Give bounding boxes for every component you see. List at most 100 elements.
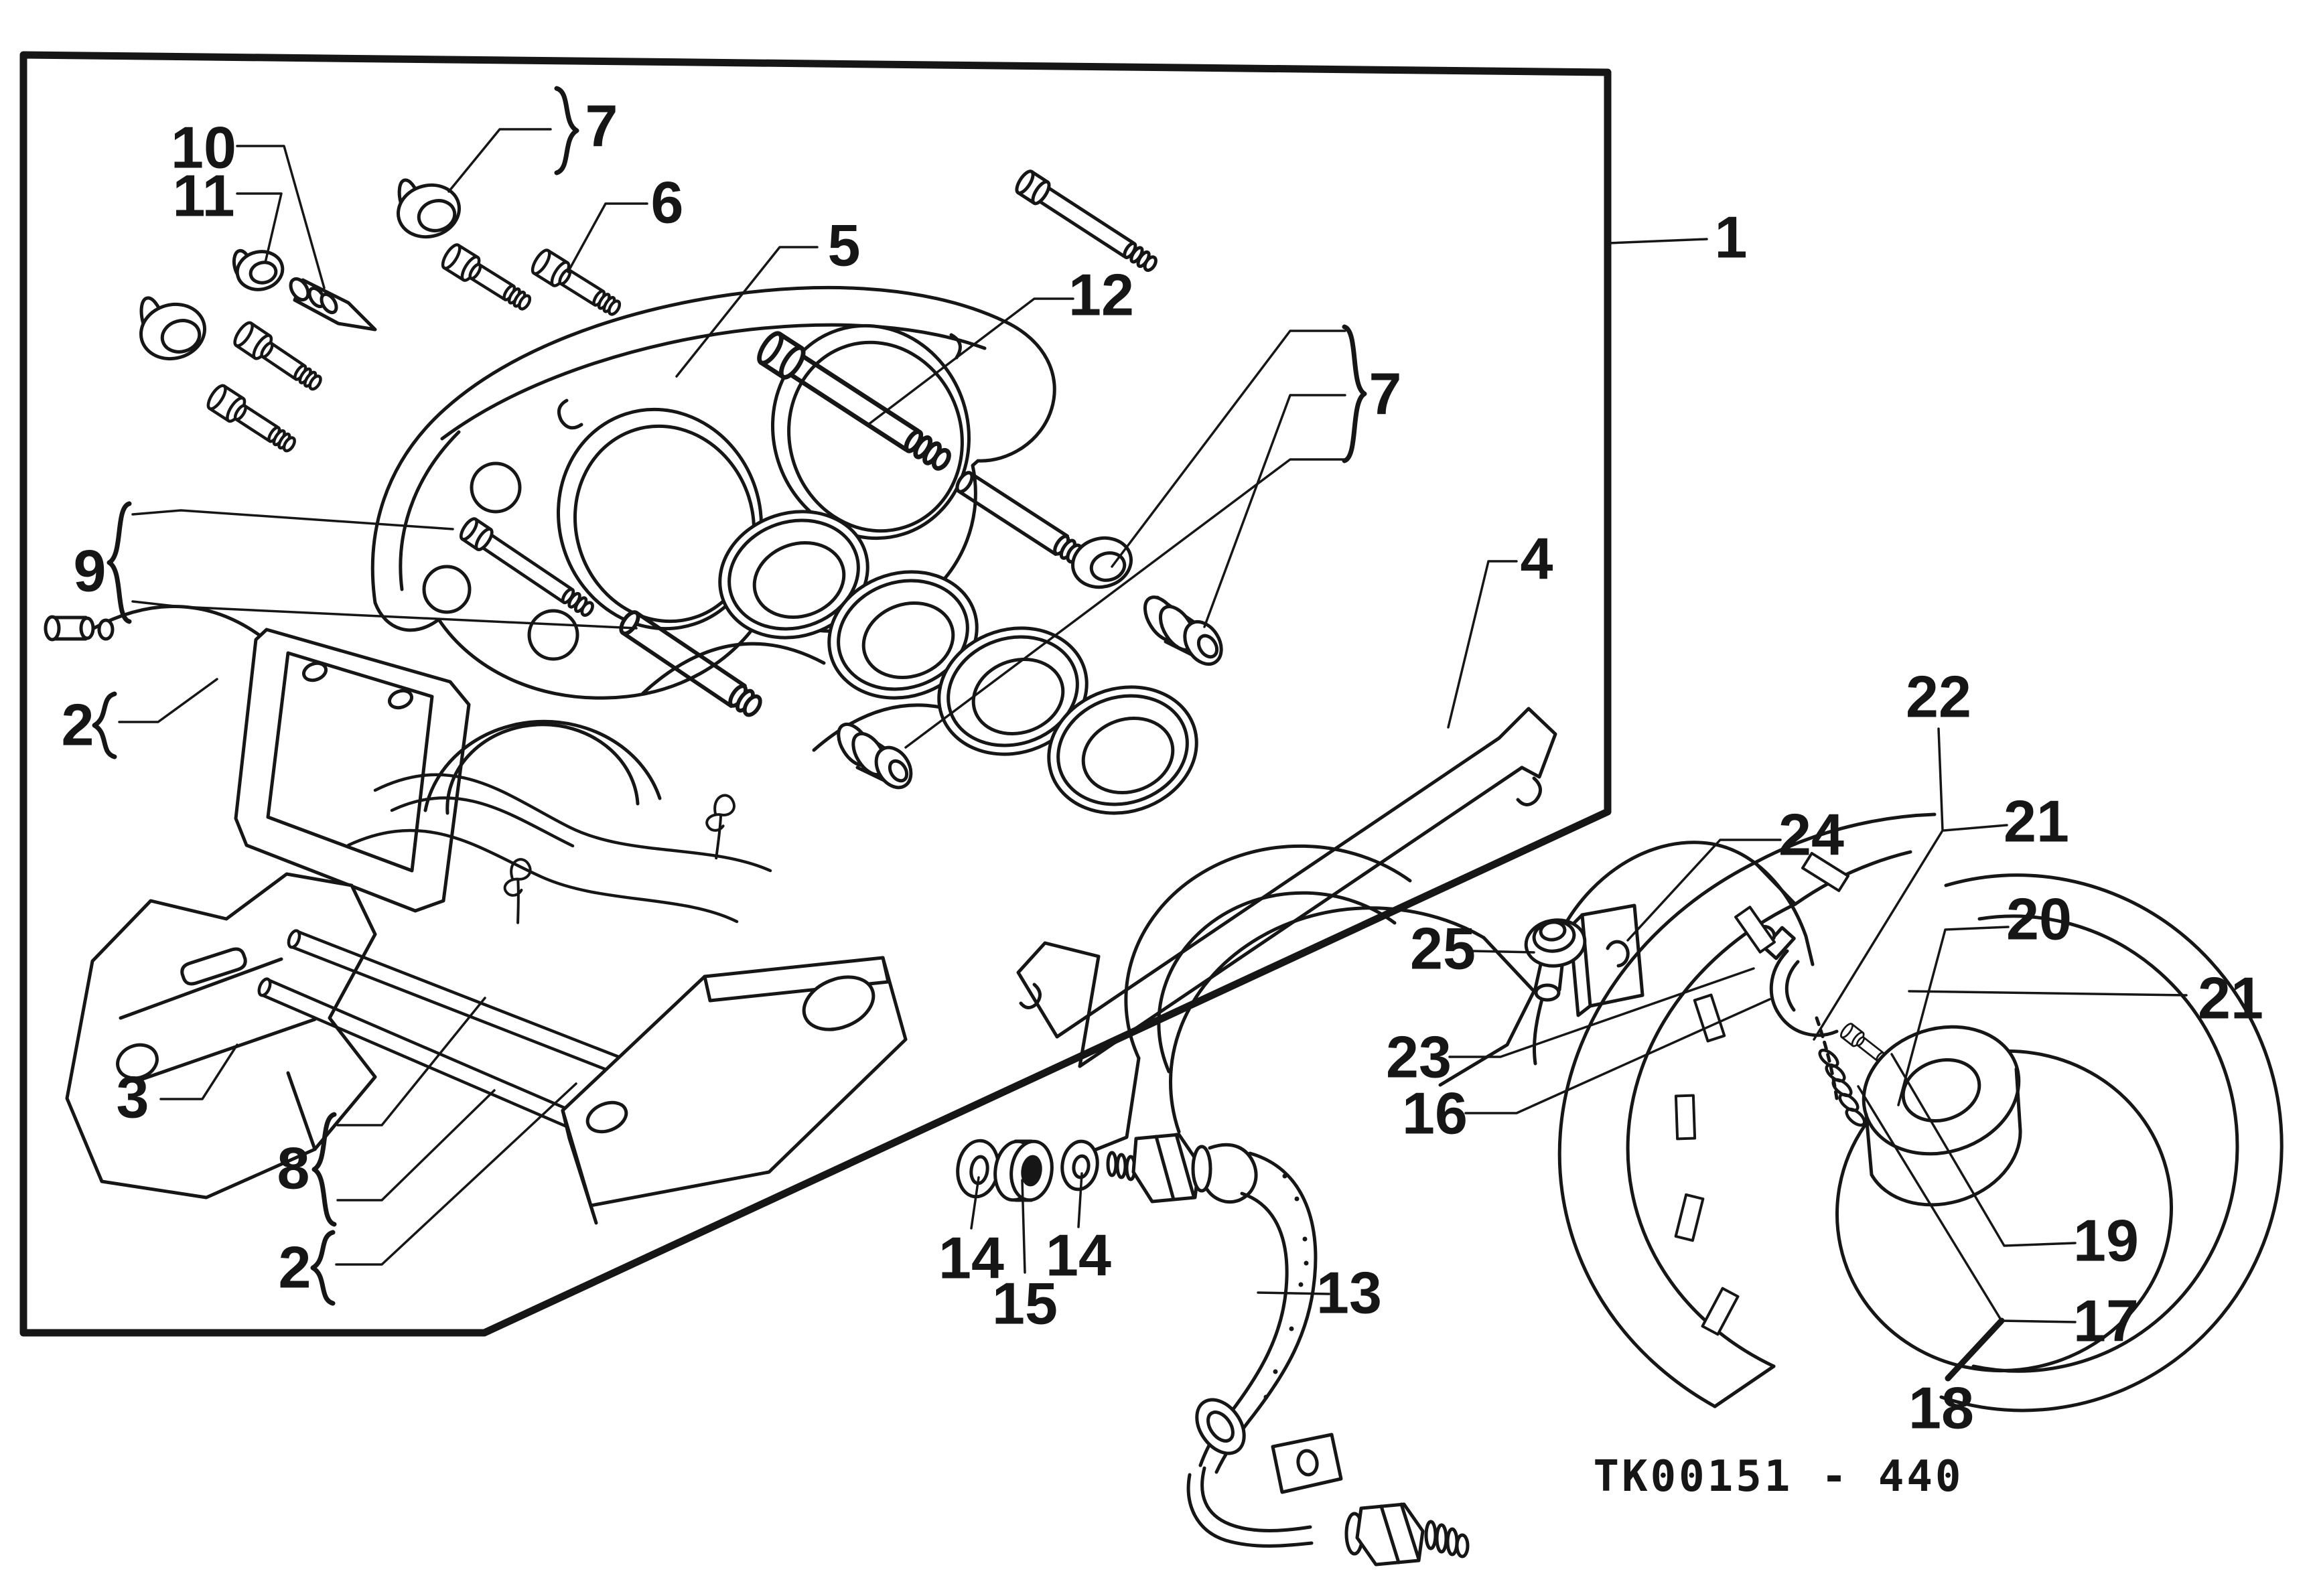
callout-21-23: 21 bbox=[1943, 788, 2069, 855]
leader-line bbox=[159, 1043, 238, 1100]
callout-5-5: 5 bbox=[675, 212, 861, 378]
leader-line bbox=[236, 192, 283, 264]
callout-layer: 1223456778910111213141514161718192021212… bbox=[62, 86, 2263, 1441]
leader-line bbox=[447, 128, 552, 193]
callout-23-26: 23 bbox=[1386, 967, 1755, 1090]
callout-19-21: 19 bbox=[1890, 1053, 2139, 1274]
leader-line bbox=[1897, 926, 2010, 1106]
part-brake-rotor bbox=[1835, 873, 2284, 1412]
callout-14-17: 14 bbox=[1046, 1172, 1111, 1289]
leader-line bbox=[131, 509, 454, 530]
callout-11-12: 11 bbox=[172, 163, 283, 264]
part-spring-coil bbox=[1818, 1048, 1866, 1127]
callout-number: 17 bbox=[2073, 1288, 2139, 1354]
leader-line bbox=[1890, 1053, 2077, 1247]
callout-number: 11 bbox=[172, 163, 234, 229]
drawing-boundary bbox=[19, 51, 1612, 1337]
leader-line bbox=[1257, 1291, 1330, 1295]
callout-number: 19 bbox=[2073, 1208, 2139, 1274]
callout-number: 14 bbox=[938, 1225, 1004, 1291]
leader-line bbox=[1448, 967, 1755, 1058]
part-cap-plug bbox=[232, 248, 285, 291]
callout-number: 1 bbox=[1715, 204, 1748, 271]
callout-number: 14 bbox=[1046, 1222, 1111, 1289]
leader-line bbox=[1945, 1317, 2005, 1382]
callout-number: 8 bbox=[277, 1135, 310, 1202]
callout-25-28: 25 bbox=[1410, 916, 1535, 982]
part-grommet bbox=[1524, 918, 1587, 1066]
leader-line bbox=[970, 1176, 980, 1230]
leader-line bbox=[1077, 1172, 1083, 1228]
leader-line bbox=[336, 1089, 496, 1202]
callout-number: 13 bbox=[1316, 1260, 1382, 1326]
callout-15-16: 15 bbox=[992, 1179, 1058, 1337]
leader-line bbox=[1813, 727, 1944, 1041]
part-pin-bushing-2 bbox=[837, 722, 913, 790]
part-sensor-bracket bbox=[1568, 903, 1644, 1017]
callout-number: 12 bbox=[1068, 262, 1134, 328]
leader-line bbox=[904, 458, 1346, 749]
callout-1-0: 1 bbox=[1608, 204, 1748, 271]
callout-number: 4 bbox=[1521, 526, 1553, 592]
callout-brace bbox=[1342, 324, 1367, 463]
callout-brace bbox=[554, 86, 579, 175]
callout-16-18: 16 bbox=[1402, 998, 1771, 1147]
leader-line bbox=[336, 997, 486, 1127]
callout-12-13: 12 bbox=[867, 262, 1134, 426]
callout-7-8: 7 bbox=[904, 324, 1401, 749]
callout-24-27: 24 bbox=[1626, 802, 1844, 942]
leader-line bbox=[1626, 839, 1782, 942]
leader-line bbox=[1608, 238, 1708, 244]
part-dust-cap-left bbox=[139, 296, 207, 361]
part-brake-pad-outer bbox=[561, 956, 908, 1225]
part-hose-clamp-ring bbox=[1195, 1398, 1246, 1455]
part-brake-pad-inner bbox=[234, 628, 662, 913]
leader-line bbox=[1464, 998, 1771, 1114]
part-piston-seals bbox=[718, 510, 1198, 815]
leader-line bbox=[1943, 824, 2008, 832]
leader-line bbox=[1908, 990, 2188, 997]
callout-number: 21 bbox=[2198, 965, 2263, 1031]
callout-number: 6 bbox=[651, 169, 684, 236]
callout-number: 15 bbox=[992, 1271, 1058, 1337]
callout-2-1: 2 bbox=[62, 678, 218, 759]
callout-number: 21 bbox=[2004, 788, 2069, 855]
callout-number: 9 bbox=[74, 538, 107, 604]
callout-8-9: 8 bbox=[277, 997, 496, 1227]
callout-13-14: 13 bbox=[1257, 1260, 1382, 1326]
callout-14-15: 14 bbox=[938, 1176, 1004, 1291]
part-bleeder-valve bbox=[289, 277, 377, 332]
part-sensor-wire bbox=[1560, 841, 1839, 1100]
callout-9-10: 9 bbox=[74, 501, 638, 630]
callout-20-22: 20 bbox=[1897, 886, 2072, 1106]
part-code-text: TK00151 - 440 bbox=[1594, 1452, 1964, 1502]
callout-17-19: 17 bbox=[1857, 1085, 2139, 1382]
leader-line bbox=[1021, 1179, 1026, 1274]
callout-21-24: 21 bbox=[1908, 965, 2263, 1031]
part-pin-bushing-1 bbox=[1143, 595, 1223, 666]
callout-7-7: 7 bbox=[447, 86, 618, 193]
callout-2-2: 2 bbox=[279, 1082, 577, 1306]
callout-number: 5 bbox=[828, 212, 861, 279]
callout-18-20: 18 bbox=[1908, 1375, 1974, 1441]
leader-line bbox=[236, 145, 326, 289]
callout-number: 18 bbox=[1908, 1375, 1974, 1441]
leader-line bbox=[1203, 394, 1346, 628]
callout-brace bbox=[92, 691, 117, 759]
leader-line bbox=[1472, 950, 1535, 954]
leader-line bbox=[131, 600, 638, 630]
callout-brace bbox=[107, 501, 132, 624]
leader-line bbox=[675, 246, 819, 378]
leader-line bbox=[335, 1082, 577, 1266]
hose-speckles bbox=[1263, 1173, 1309, 1400]
part-anti-rattle-springs bbox=[346, 773, 772, 924]
callout-number: 10 bbox=[171, 115, 236, 181]
callout-number: 2 bbox=[62, 692, 94, 758]
callout-6-6: 6 bbox=[567, 169, 684, 273]
part-splash-shield bbox=[1557, 812, 1937, 1408]
leader-line bbox=[567, 202, 648, 273]
leader-line bbox=[867, 297, 1074, 426]
part-pad-carrier bbox=[65, 872, 377, 1200]
